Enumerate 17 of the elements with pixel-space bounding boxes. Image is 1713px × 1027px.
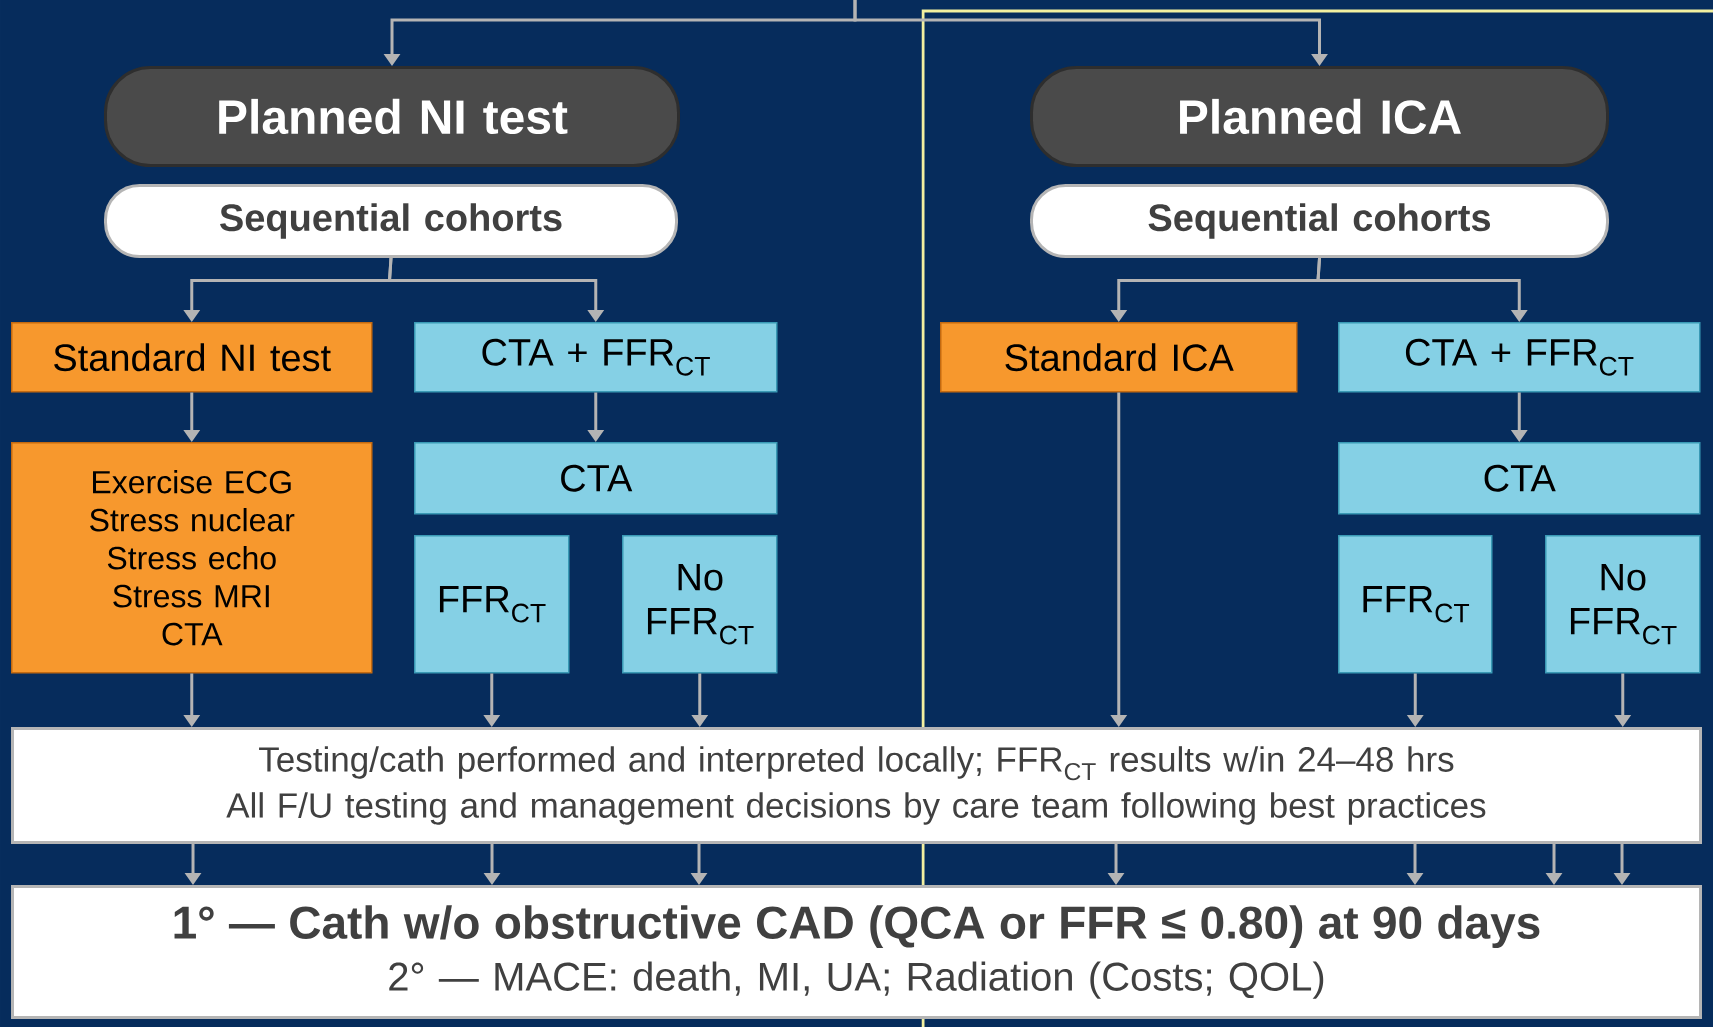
outcome-box: 1° — Cath w/o obstructive CAD (QCA or FFR ≤ 0.80) at 90 days 2° — MACE: death, MI, UA; Radiation (Costs; QOL) — [11, 885, 1702, 1019]
cohort-pill: Sequential cohorts — [1030, 184, 1609, 258]
test-list-box: Exercise ECG Stress nuclear Stress echo Stress MRI CTA — [11, 442, 373, 674]
cohort-pill: Sequential cohorts — [104, 184, 678, 258]
process-box: No FFR$_{CT}$ — [622, 535, 778, 674]
process-box: Standard NI test — [11, 322, 373, 393]
process-box: CTA + FFR$_{CT}$ — [414, 322, 778, 393]
process-box: CTA — [414, 442, 778, 515]
process-box: CTA — [1338, 442, 1701, 515]
process-box: FFR$_{CT}$ — [414, 535, 570, 674]
title-pill: Planned NI test — [104, 66, 680, 167]
process-box: FFR$_{CT}$ — [1338, 535, 1493, 674]
title-pill: Planned ICA — [1030, 66, 1609, 167]
process-box: Standard ICA — [940, 322, 1298, 393]
process-box: No FFR$_{CT}$ — [1545, 535, 1701, 674]
note-box: Testing/cath performed and interpreted locally; FFR$_{CT}$ results w/in 24–48 hrs All F/U testing and management decisions by care team following best practices — [11, 727, 1702, 844]
process-box: CTA + FFR$_{CT}$ — [1338, 322, 1701, 393]
